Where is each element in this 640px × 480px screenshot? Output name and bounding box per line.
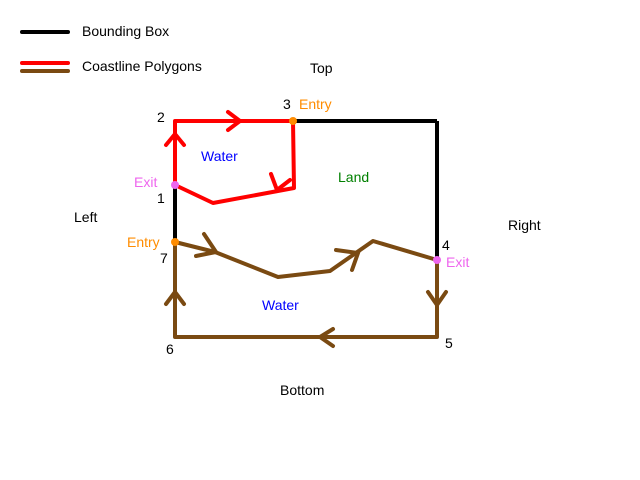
legend-label-bounding-box: Bounding Box — [82, 23, 169, 39]
exit-dot-right — [433, 256, 441, 264]
arrow-red-2 — [226, 110, 244, 132]
coastline-polygon-brown — [164, 232, 448, 348]
arrow-red-1 — [164, 130, 186, 147]
marker-label-entry-left: Entry — [127, 234, 160, 250]
marker-label-entry-top: Entry — [299, 96, 332, 112]
side-label-left: Left — [74, 209, 97, 225]
side-label-right: Right — [508, 217, 541, 233]
point-label-6: 6 — [166, 341, 174, 357]
marker-label-exit-right: Exit — [446, 254, 469, 270]
point-label-4: 4 — [442, 237, 450, 253]
coastline-polygon-red — [164, 110, 296, 205]
legend-label-coastline: Coastline Polygons — [82, 58, 202, 74]
region-label-water-lower: Water — [262, 297, 299, 313]
side-label-top: Top — [310, 60, 333, 76]
side-label-bottom: Bottom — [280, 382, 324, 398]
exit-dot-left — [171, 181, 179, 189]
marker-label-exit-left: Exit — [134, 174, 157, 190]
entry-dot-left — [171, 238, 179, 246]
point-label-5: 5 — [445, 335, 453, 351]
arrow-brown-4 — [316, 327, 335, 348]
point-label-7: 7 — [160, 250, 168, 266]
entry-dot-top — [289, 117, 297, 125]
arrow-brown-1 — [194, 232, 220, 258]
arrow-brown-3 — [426, 290, 448, 309]
point-label-3: 3 — [283, 96, 291, 112]
legend: Bounding Box Coastline Polygons — [20, 23, 202, 74]
arrow-red-3 — [269, 172, 292, 194]
arrow-brown-2 — [334, 248, 361, 272]
region-label-land: Land — [338, 169, 369, 185]
point-label-2: 2 — [157, 109, 165, 125]
arrow-brown-5 — [164, 288, 186, 306]
region-label-water-upper: Water — [201, 148, 238, 164]
point-label-1: 1 — [157, 190, 165, 206]
